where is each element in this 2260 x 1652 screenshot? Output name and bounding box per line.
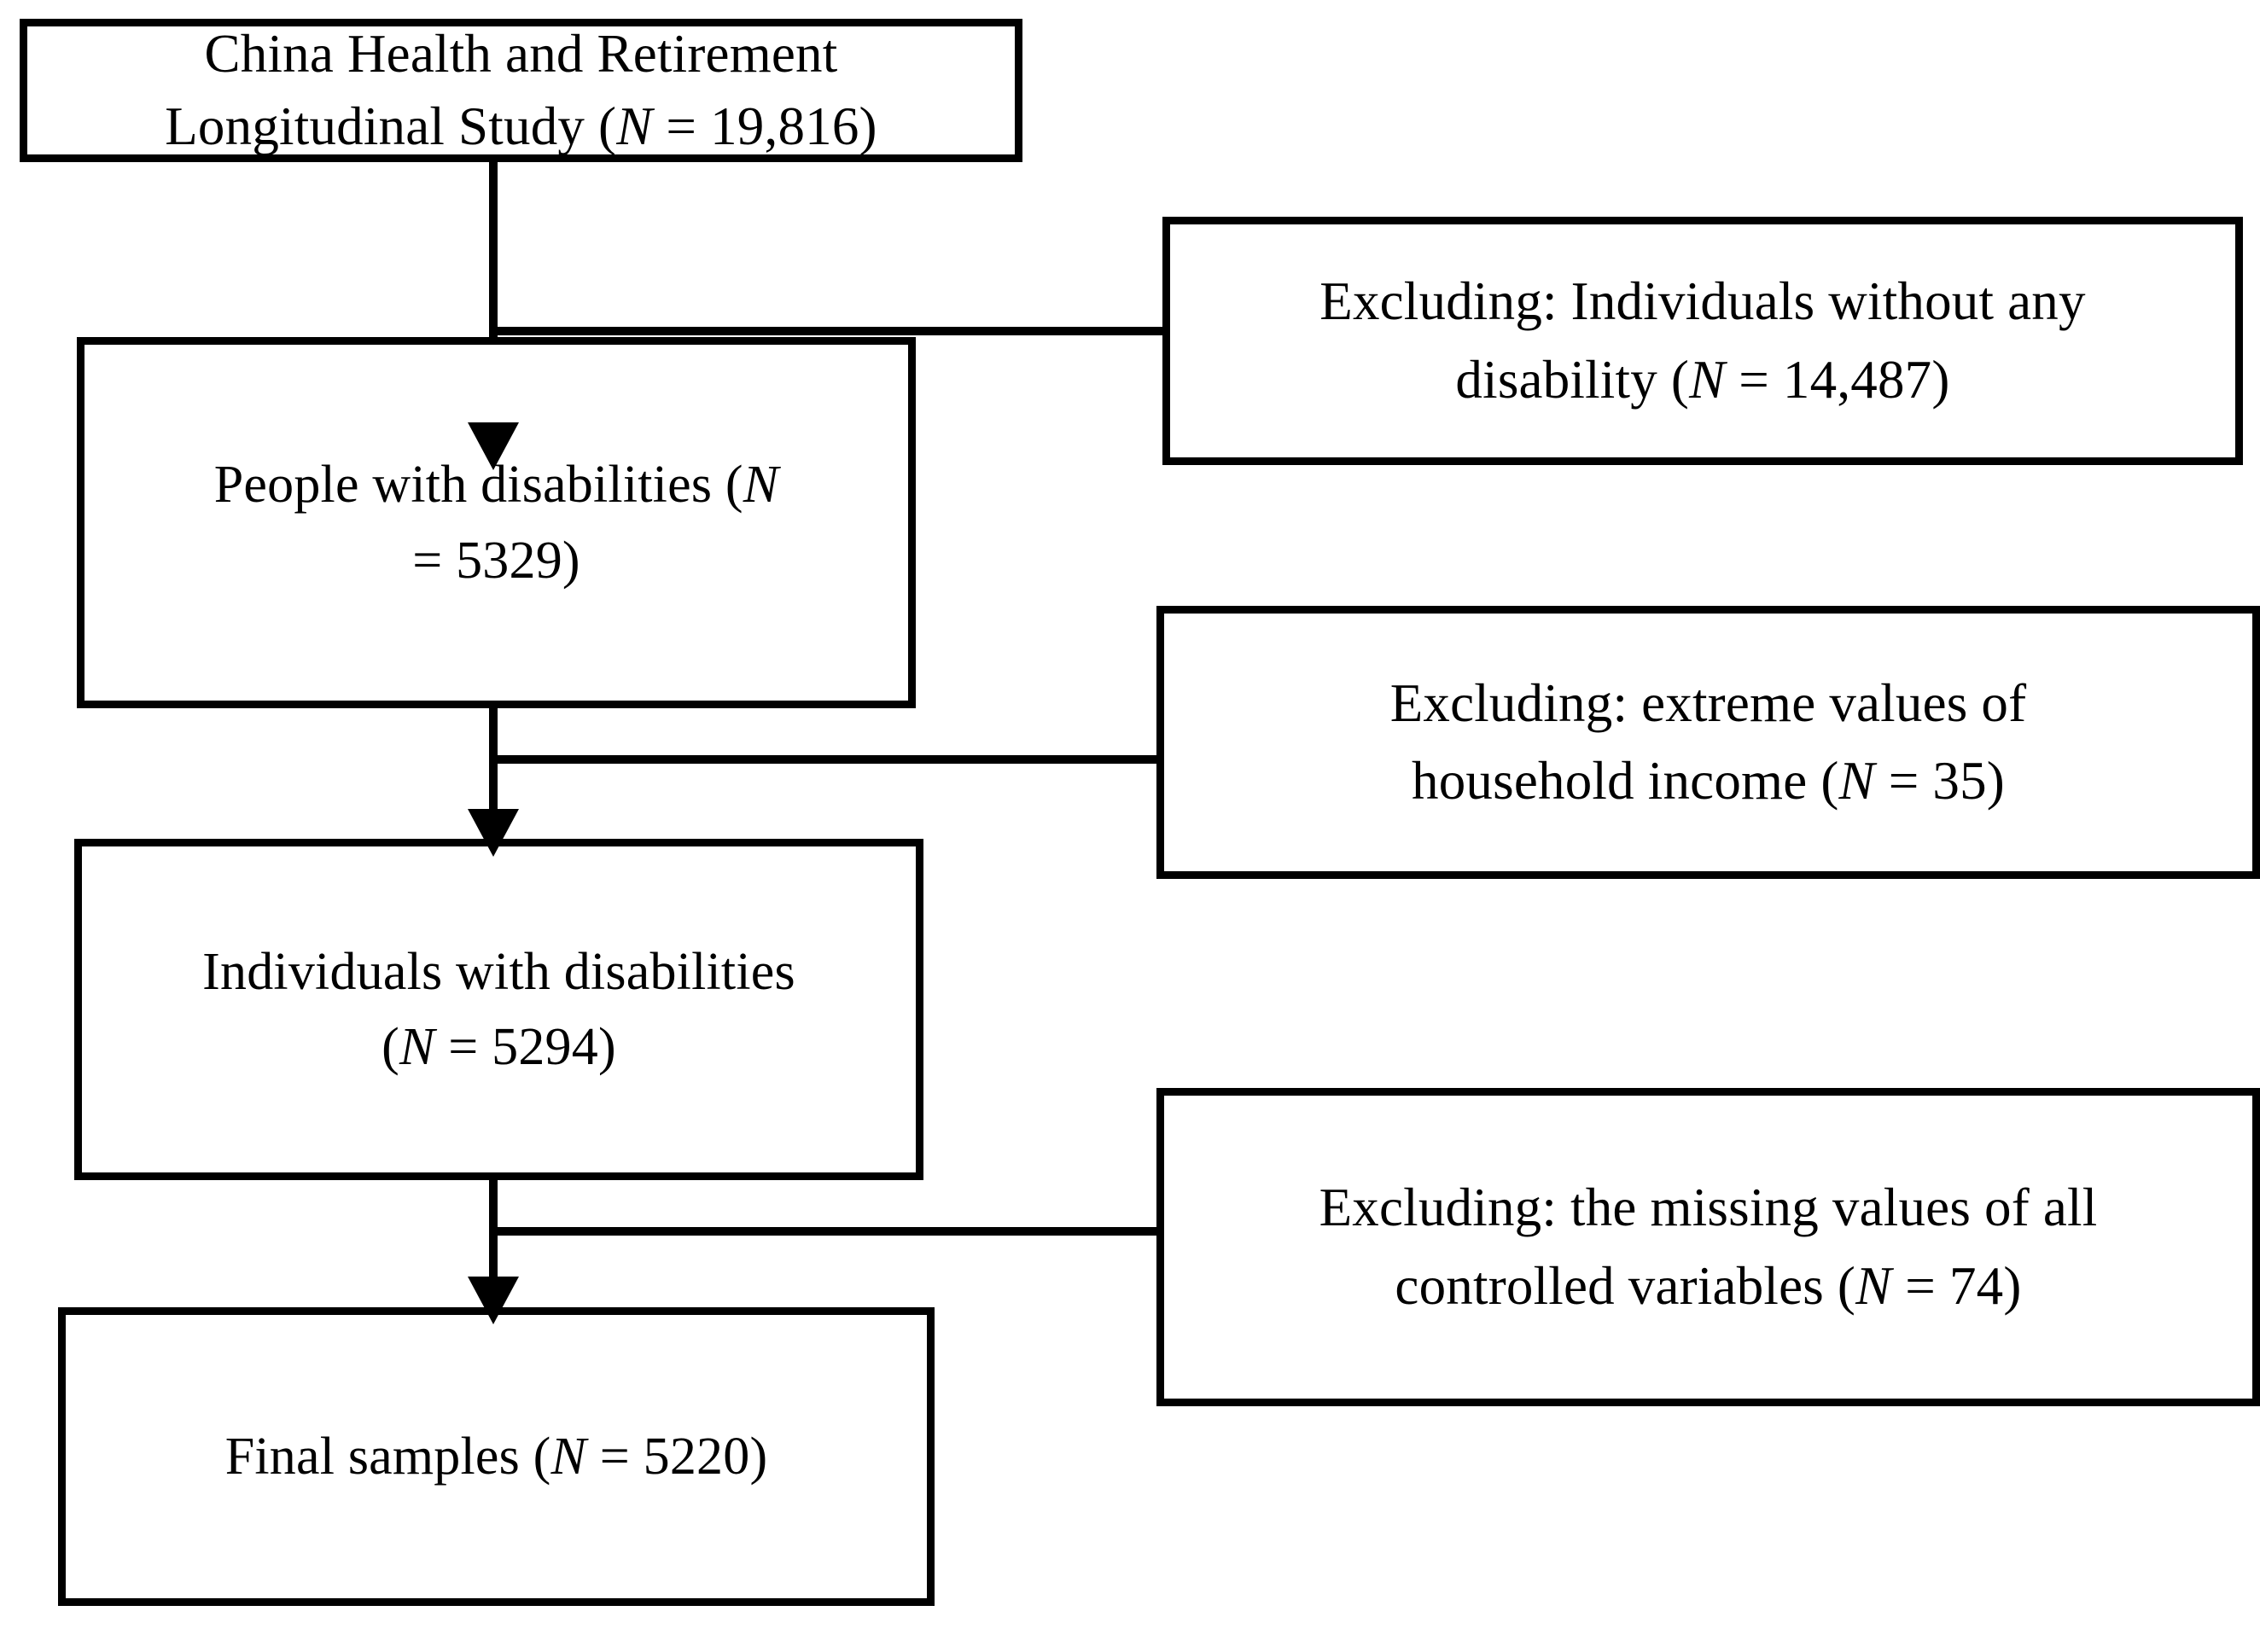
exclusion-1-line-1: Excluding: Individuals without any [1319,271,2086,332]
arrowhead-down-icon-2 [468,809,519,857]
node-final-n-symbol: N [550,1427,587,1486]
connector-branch-exclusion-1 [489,327,1168,335]
node-final-samples: Final samples (N = 5220) [58,1307,935,1606]
exclusion-3-line-2: controlled variables (N = 74) [1164,1248,2252,1325]
node-source-line-2-prefix: Longitudinal Study ( [165,96,617,156]
exclusion-1-line-2: disability (N = 14,487) [1170,341,2235,419]
connector-individuals-to-final [489,1180,498,1364]
node-individuals-line-1: Individuals with disabilities [202,942,795,1001]
node-source-study: China Health and Retirement Longitudinal… [20,19,1022,162]
node-final-line-1: Final samples (N = 5220) [66,1419,927,1494]
node-disabled-n-symbol: N [743,456,779,515]
exclusion-2-n-symbol: N [1838,751,1875,811]
exclusion-2-line-2: household income (N = 35) [1164,742,2252,820]
node-exclusion-missing-values: Excluding: the missing values of all con… [1156,1088,2260,1406]
node-source-n-symbol: N [616,96,653,156]
exclusion-2-line-2-prefix: household income ( [1412,751,1839,811]
node-source-line-1: China Health and Retirement [204,23,838,84]
node-individuals-with-disabilities: Individuals with disabilities (N = 5294) [74,839,923,1180]
exclusion-3-n-symbol: N [1855,1255,1892,1316]
node-individuals-line-2-prefix: ( [382,1018,400,1076]
node-disabled-line-2: = 5329) [412,531,580,590]
connector-branch-exclusion-3 [489,1227,1162,1236]
exclusion-2-line-2-suffix: = 35) [1874,751,2005,811]
arrowhead-down-icon-1 [468,422,519,470]
node-source-line-2-suffix: = 19,816) [652,96,877,156]
node-individuals-line-2-suffix: = 5294) [434,1018,616,1076]
exclusion-2-line-1: Excluding: extreme values of [1389,672,2027,733]
exclusion-1-line-2-suffix: = 14,487) [1725,349,1950,410]
node-exclusion-extreme-income: Excluding: extreme values of household i… [1156,606,2260,879]
arrowhead-down-icon-3 [468,1277,519,1324]
node-final-line-1-prefix: Final samples ( [224,1427,551,1486]
node-people-with-disabilities: People with disabilities (N = 5329) [77,337,916,708]
node-individuals-line-2: (N = 5294) [82,1009,916,1085]
exclusion-3-line-2-suffix: = 74) [1891,1255,2022,1316]
exclusion-3-line-2-prefix: controlled variables ( [1395,1255,1856,1316]
connector-source-to-disabled [489,162,498,469]
connector-branch-exclusion-2 [489,755,1162,764]
exclusion-1-line-2-prefix: disability ( [1455,349,1690,410]
node-exclusion-no-disability: Excluding: Individuals without any disab… [1162,217,2243,465]
exclusion-3-line-1: Excluding: the missing values of all [1319,1178,2098,1238]
exclusion-1-n-symbol: N [1689,349,1726,410]
connector-disabled-to-individuals [489,708,498,900]
node-source-line-2: Longitudinal Study (N = 19,816) [27,90,1015,163]
node-individuals-n-symbol: N [399,1018,435,1076]
node-final-line-1-suffix: = 5220) [586,1427,768,1486]
